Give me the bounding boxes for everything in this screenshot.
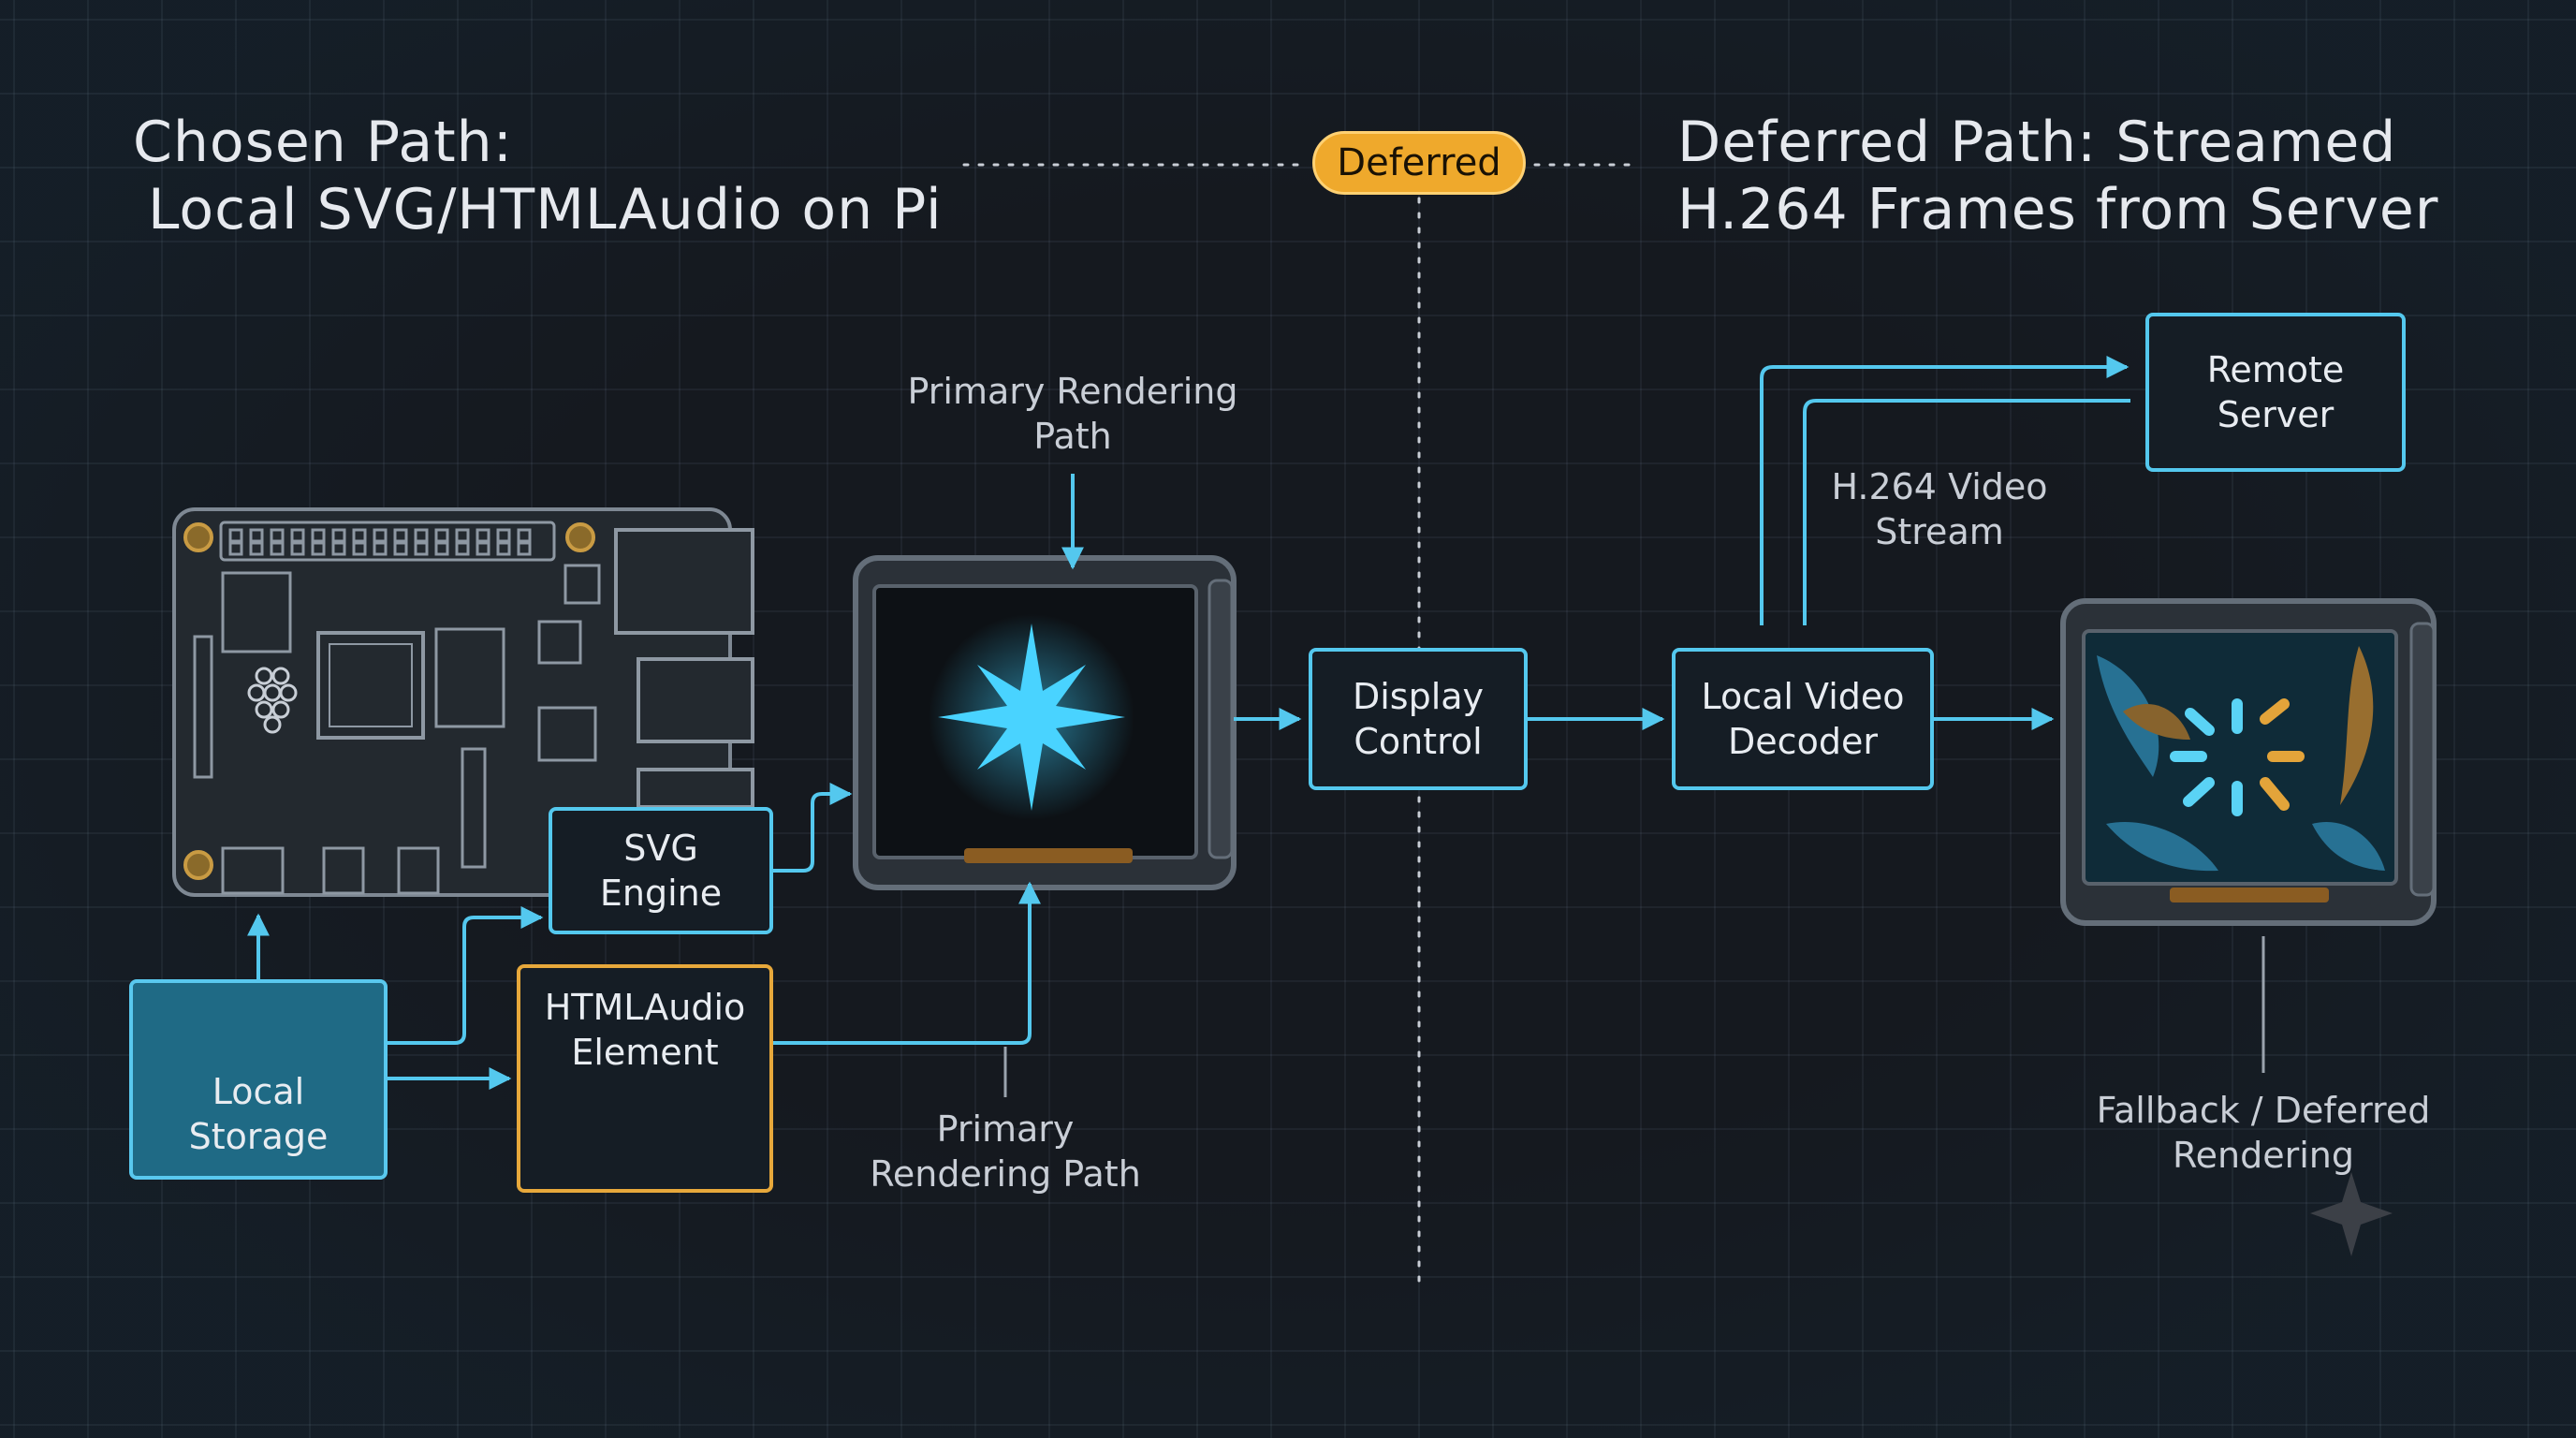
loading-spinner-icon	[2170, 698, 2305, 816]
arrow-svg-engine-to-display	[773, 783, 853, 873]
box-line: HTMLAudio	[544, 987, 746, 1028]
touchscreen-display-icon	[2060, 598, 2437, 926]
html-audio-element-box: HTMLAudio Element	[517, 964, 773, 1193]
deferred-path-heading: Deferred Path: Streamed	[1677, 110, 2397, 175]
fallback-rendering-label: Fallback / Deferred Rendering	[2076, 1088, 2451, 1178]
local-video-decoder-box: Local Video Decoder	[1672, 648, 1934, 790]
remote-server-box: Remote Server	[2145, 313, 2406, 472]
label-line: Primary Rendering	[907, 371, 1238, 412]
sparkle-watermark-icon	[2310, 1172, 2393, 1256]
primary-rendering-label-bottom: Primary Rendering Path	[837, 1107, 1174, 1196]
arrow-storage-to-svg-engine	[388, 906, 544, 1045]
deferred-path-subheading: H.264 Frames from Server	[1677, 177, 2439, 242]
raspberry-pi-board-icon	[172, 507, 754, 897]
box-line: Local Video	[1701, 676, 1905, 717]
label-line: H.264 Video	[1831, 466, 2048, 507]
label-line: Rendering Path	[870, 1153, 1141, 1195]
display-control-box: Display Control	[1309, 648, 1528, 790]
label-line: Stream	[1875, 511, 2004, 552]
chosen-path-heading: Chosen Path:	[133, 110, 513, 175]
box-line: Remote	[2206, 349, 2345, 390]
arrow-audio-to-display	[773, 881, 1041, 1045]
box-line: Control	[1354, 721, 1483, 762]
label-line: Fallback / Deferred	[2096, 1090, 2431, 1131]
svg-engine-box: SVG Engine	[549, 807, 773, 934]
chosen-path-subheading: Local SVG/HTMLAudio on Pi	[148, 177, 943, 242]
label-line: Path	[1033, 416, 1112, 457]
local-storage-box: Local Storage	[129, 979, 388, 1180]
label-line: Primary	[936, 1108, 1075, 1150]
box-line: Local	[212, 1071, 305, 1112]
box-line: Element	[571, 1032, 719, 1073]
box-line: SVG	[623, 828, 698, 869]
label-line: Rendering	[2172, 1135, 2355, 1176]
box-line: Decoder	[1728, 721, 1878, 762]
h264-stream-label: H.264 Video Stream	[1799, 464, 2080, 554]
arrow-decoder-to-server	[1760, 356, 2130, 625]
deferred-badge: Deferred	[1312, 131, 1526, 195]
box-line: Display	[1352, 676, 1485, 717]
touchscreen-display-icon	[853, 555, 1237, 890]
box-line: Server	[2217, 394, 2334, 435]
primary-rendering-label-top: Primary Rendering Path	[886, 369, 1260, 459]
sparkle-star-icon	[938, 624, 1125, 811]
arrow-server-to-decoder	[1803, 399, 2130, 625]
box-line: Storage	[188, 1116, 329, 1157]
box-line: Engine	[599, 873, 723, 914]
